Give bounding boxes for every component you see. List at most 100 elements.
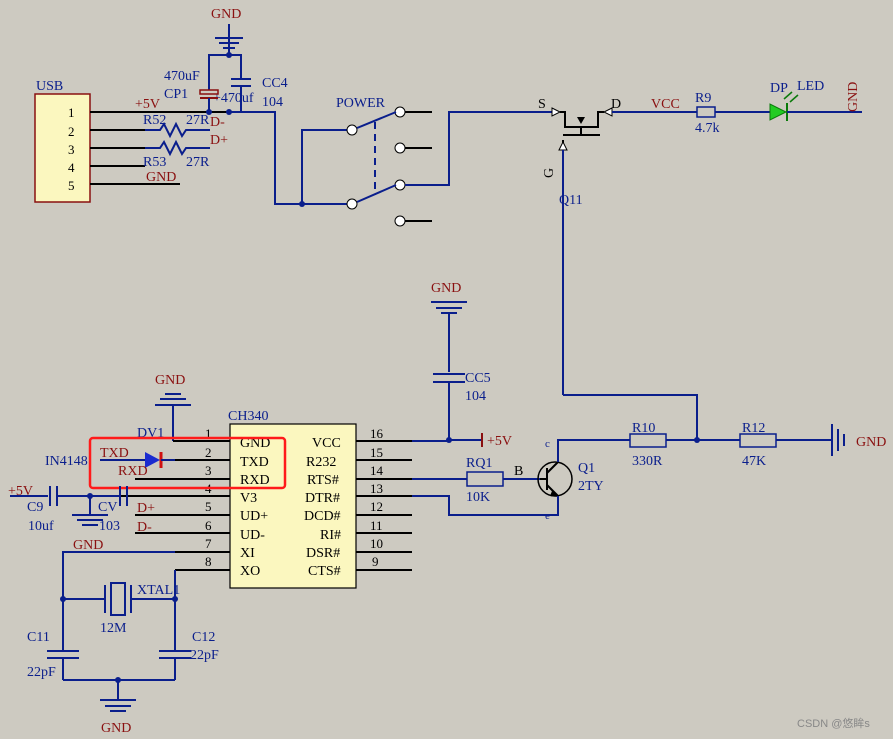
gnd-label-dv1: GND (155, 373, 185, 388)
power-switch: POWER (336, 96, 432, 227)
ic-ch340: CH340 1 2 3 4 5 6 7 8 GND TXD RXD V3 UD+… (90, 409, 412, 589)
ic-pin-9-num: 9 (372, 554, 379, 569)
gnd-symbol-cc5: GND (431, 281, 467, 372)
r9-value: 4.7k (695, 121, 720, 136)
ic-pin-3-num: 3 (205, 463, 212, 478)
ic-pin-13-num: 13 (370, 481, 383, 496)
ic-pin-1-num: 1 (205, 426, 212, 441)
gnd-label-cc5: GND (431, 281, 461, 296)
resistor-r52: R52 27R (143, 113, 210, 139)
ic-pin-8-num: 8 (205, 554, 212, 569)
transistor-q1: Q1 2TY c e (537, 438, 604, 522)
capacitor-cp1: 470uF CP1 +470uf (164, 69, 254, 112)
capacitor-cc5: CC5 104 (433, 371, 491, 440)
ic-sig-udm: UD- (240, 528, 265, 543)
dplus-net-label: D+ (137, 501, 155, 516)
gnd-symbol-dv1: GND (155, 373, 191, 441)
mosfet-drain-label: D (611, 97, 621, 112)
ic-sig-gnd: GND (240, 436, 270, 451)
r53-value: 27R (186, 155, 210, 170)
cv-value: 103 (99, 519, 120, 534)
ic-sig-r232: R232 (306, 455, 336, 470)
resistor-r53: R53 27R (143, 139, 210, 170)
rq1-value: 10K (466, 490, 490, 505)
ic-sig-udp: UD+ (240, 509, 268, 524)
ic-pin-2-num: 2 (205, 445, 212, 460)
q1-collector-label: c (545, 438, 550, 450)
capacitor-c11: C11 22pF (27, 599, 79, 680)
r52-ref: R52 (143, 113, 166, 128)
gnd-label-led: GND (846, 82, 861, 112)
crystal-value: 12M (100, 621, 127, 636)
led-dp: DP LED (769, 79, 824, 121)
gnd-label-c9: GND (73, 538, 103, 553)
highlight-box (88, 436, 287, 490)
ic-sig-rxd: RXD (240, 473, 270, 488)
ic-sig-txd: TXD (240, 455, 269, 470)
cc5-ref: CC5 (465, 371, 491, 386)
r52-value: 27R (186, 113, 210, 128)
c11-value: 22pF (27, 665, 56, 680)
r9-ref: R9 (695, 91, 711, 106)
cp1-value: 470uF (164, 69, 200, 84)
ic-pin-11-num: 11 (370, 518, 383, 533)
gnd-label-top: GND (211, 7, 241, 22)
ic-sig-dcd: DCD# (304, 509, 341, 524)
cv-ref: CV (98, 500, 117, 515)
usb-pin-4: 4 (68, 160, 75, 175)
resistor-r12: R12 47K (739, 421, 777, 469)
c9-value: 10uf (28, 519, 54, 534)
ic-pin-6-num: 6 (205, 518, 212, 533)
ic-pin-10-num: 10 (370, 536, 383, 551)
gnd-label-bottom: GND (101, 721, 131, 736)
ic-pin-15-num: 15 (370, 445, 383, 460)
ic-sig-ri: RI# (320, 528, 341, 543)
mosfet-source-label: S (538, 97, 546, 112)
ic-name: CH340 (228, 409, 268, 424)
gnd-symbol-c9: GND (72, 496, 108, 553)
q1-base-label: B (514, 464, 523, 479)
mosfet-gate-label: G (542, 168, 557, 178)
r53-ref: R53 (143, 155, 166, 170)
cp1-value2: +470uf (213, 91, 254, 106)
q1-ref: Q1 (578, 461, 595, 476)
r10-ref: R10 (632, 421, 655, 436)
c9-ref: C9 (27, 500, 43, 515)
usb-pin-5: 5 (68, 178, 75, 193)
ic-pin-16-num: 16 (370, 426, 384, 441)
resistor-r10: R10 330R (629, 421, 667, 469)
c11-ref: C11 (27, 630, 50, 645)
crystal-ref: XTAL1 (137, 583, 180, 598)
txd-net-label: TXD (100, 446, 129, 461)
rq1-ref: RQ1 (466, 456, 492, 471)
mosfet-q11: S D G Q11 (538, 97, 621, 208)
p5v-label-ic: +5V (487, 434, 512, 449)
mosfet-ref: Q11 (559, 193, 583, 208)
usb-connector: USB 1 2 3 4 5 (34, 79, 230, 203)
vcc-label: VCC (651, 97, 680, 112)
usb-dplus-label: D+ (210, 133, 228, 148)
gnd-symbol-bottom: GND (100, 680, 136, 736)
led-ref: DP (770, 81, 788, 96)
usb-gnd-label: GND (146, 170, 176, 185)
rxd-net-label: RXD (118, 464, 148, 479)
c12-value: 22pF (190, 648, 219, 663)
c12-ref: C12 (192, 630, 215, 645)
usb-pin-1: 1 (68, 105, 75, 120)
usb-title: USB (36, 79, 63, 94)
ic-sig-dsr: DSR# (306, 546, 340, 561)
ic-pin-7-num: 7 (205, 536, 212, 551)
usb-pin-2: 2 (68, 124, 75, 139)
capacitor-cv: CV 103 (98, 486, 128, 534)
ic-pin-12-num: 12 (370, 499, 383, 514)
usb-pin-3: 3 (68, 142, 75, 157)
ic-sig-vcc: VCC (312, 436, 341, 451)
power-switch-label: POWER (336, 96, 386, 111)
q1-part: 2TY (578, 479, 604, 494)
crystal-xtal1: XTAL1 12M (63, 582, 180, 636)
watermark: CSDN @悠眸s (797, 716, 870, 730)
ic-pin-5-num: 5 (205, 499, 212, 514)
gnd-symbol-top: GND (211, 7, 243, 49)
cc4-value: 104 (262, 95, 283, 110)
